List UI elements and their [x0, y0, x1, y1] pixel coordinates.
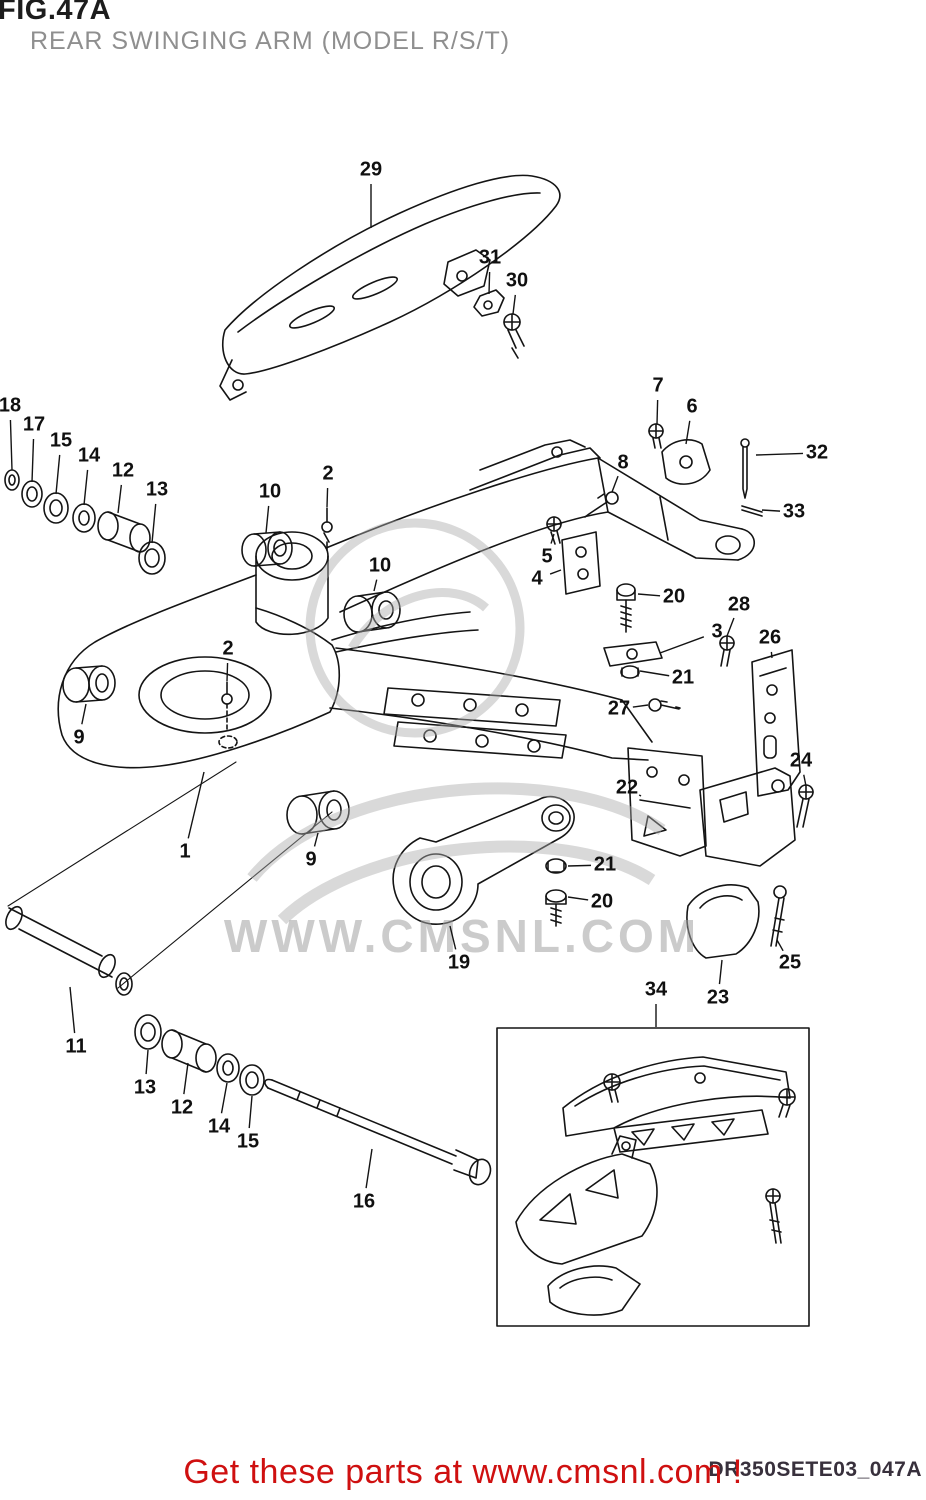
leader-line	[549, 569, 562, 575]
part-bolt-20a	[616, 583, 636, 633]
part-inset-bolt-b	[778, 1088, 796, 1118]
part-bolt-25	[770, 885, 787, 947]
leader-line	[69, 986, 76, 1034]
leader-line	[83, 469, 89, 506]
part-fitting-2b	[218, 681, 238, 749]
leader-line	[449, 925, 457, 950]
leader-line	[220, 1082, 228, 1114]
part-inset-bolt-c	[765, 1188, 782, 1244]
leader-line	[313, 832, 319, 847]
leader-line	[81, 703, 87, 725]
part-inset-bracket	[547, 1265, 641, 1316]
leader-line	[248, 1095, 253, 1129]
part-nut-21a	[620, 665, 640, 679]
leader-line	[685, 420, 691, 445]
part-bushing-9a	[62, 665, 116, 703]
part-bolt-7	[648, 423, 664, 449]
leader-line	[151, 503, 157, 544]
part-guard-23	[686, 884, 760, 959]
part-bolt-16	[264, 1078, 492, 1186]
leader-line	[9, 419, 13, 471]
part-relay-arm-19	[392, 795, 575, 925]
leader-line	[659, 636, 705, 654]
leader-line	[187, 771, 205, 839]
leader-line	[326, 487, 329, 508]
part-nut-21b	[545, 858, 567, 874]
part-pin-33	[741, 505, 763, 517]
leader-line	[550, 533, 555, 544]
leader-line	[637, 593, 661, 597]
figure-number: FIG.47A	[0, 0, 112, 26]
part-inset-bolt-a	[603, 1073, 621, 1103]
part-hanger-bracket	[699, 767, 796, 867]
part-swingarm-1	[7, 439, 756, 989]
part-spacers-bottom	[134, 1014, 265, 1096]
part-fitting-2a	[321, 507, 333, 551]
leader-line	[776, 939, 784, 952]
leader-line	[656, 399, 659, 425]
part-bracket-22	[627, 747, 707, 857]
part-bracket-4	[561, 531, 601, 595]
leader-line	[567, 864, 592, 867]
leader-line	[488, 271, 491, 295]
leader-line	[31, 438, 35, 483]
part-shaft-11	[5, 905, 133, 996]
part-bolt-27	[648, 698, 681, 712]
leader-line	[265, 505, 270, 534]
part-bushing-10a	[241, 531, 293, 567]
leader-line	[638, 794, 642, 797]
leader-line	[145, 1049, 149, 1075]
leader-line	[365, 1148, 373, 1189]
leader-line	[183, 1062, 189, 1095]
leader-line	[226, 662, 229, 682]
leader-line	[803, 774, 807, 787]
part-bushing-10b	[343, 591, 401, 633]
leader-line	[718, 959, 723, 985]
leader-line	[770, 651, 773, 659]
leader-line	[632, 704, 649, 708]
leader-line	[726, 617, 735, 637]
cmsnl-promo-link[interactable]: Get these parts at www.cmsnl.com !	[183, 1453, 743, 1491]
leader-line	[567, 896, 589, 901]
part-buffer-6	[661, 439, 711, 485]
part-bolt-20b	[545, 889, 567, 927]
leader-line	[55, 454, 61, 495]
leader-line	[512, 294, 517, 315]
leader-line	[761, 509, 781, 512]
leader-line	[117, 484, 123, 514]
part-inset-box-34	[496, 1027, 810, 1327]
figure-title: REAR SWINGING ARM (MODEL R/S/T)	[30, 27, 511, 55]
part-bolt-5	[546, 516, 562, 545]
part-chain-guide-lower	[515, 1135, 658, 1265]
document-code: DR350SETE03_047A	[708, 1458, 922, 1481]
part-screw-32	[740, 438, 750, 499]
part-chain-guide-upper	[562, 1056, 791, 1153]
leader-line	[373, 579, 378, 592]
part-bushing-9b	[286, 790, 350, 835]
part-washer-3	[603, 641, 663, 667]
part-chain-guard-29	[219, 174, 561, 401]
leader-line	[755, 452, 804, 456]
part-clamp-31	[473, 289, 505, 317]
part-bolt-30	[503, 313, 525, 359]
leader-line	[639, 670, 670, 677]
leader-line	[611, 475, 619, 493]
